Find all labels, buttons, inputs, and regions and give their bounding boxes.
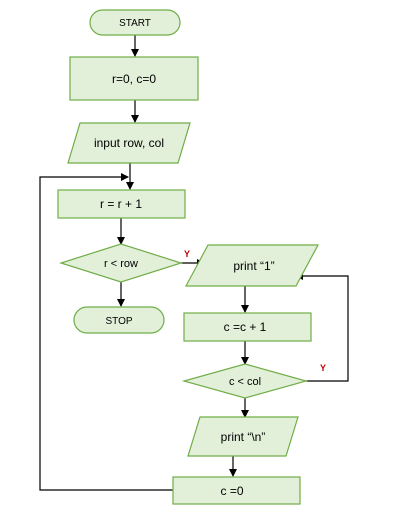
cond-c-label: c < col — [229, 376, 261, 388]
start-terminal — [89, 9, 181, 36]
print-one-parallelogram — [184, 244, 320, 287]
cond-r-label: r < row — [104, 258, 138, 270]
inc-c-process — [183, 312, 312, 342]
inc-c-label: c =c + 1 — [224, 320, 267, 334]
loop-back-outer — [39, 173, 173, 491]
init-label: r=0, c=0 — [112, 72, 156, 86]
print-nl-label: print “\n” — [221, 430, 266, 444]
inc-r-process — [57, 189, 186, 219]
input-parallelogram — [67, 122, 191, 164]
start-label: START — [119, 18, 151, 29]
print-nl-parallelogram — [187, 416, 299, 457]
stop-label: STOP — [105, 316, 132, 327]
cond-r-decision — [59, 243, 183, 283]
reset-c-label: c =0 — [220, 484, 243, 498]
init-process — [69, 56, 199, 101]
connectors — [39, 35, 349, 491]
yes-label-r: Y — [184, 249, 190, 259]
stop-terminal — [73, 306, 165, 334]
inc-r-label: r = r + 1 — [100, 197, 142, 211]
input-label: input row, col — [94, 136, 164, 150]
print-one-label: print “1” — [233, 259, 274, 273]
yes-label-c: Y — [320, 363, 326, 373]
reset-c-process — [172, 476, 301, 505]
cond-c-decision — [181, 363, 309, 399]
loop-back-inner — [295, 272, 349, 382]
